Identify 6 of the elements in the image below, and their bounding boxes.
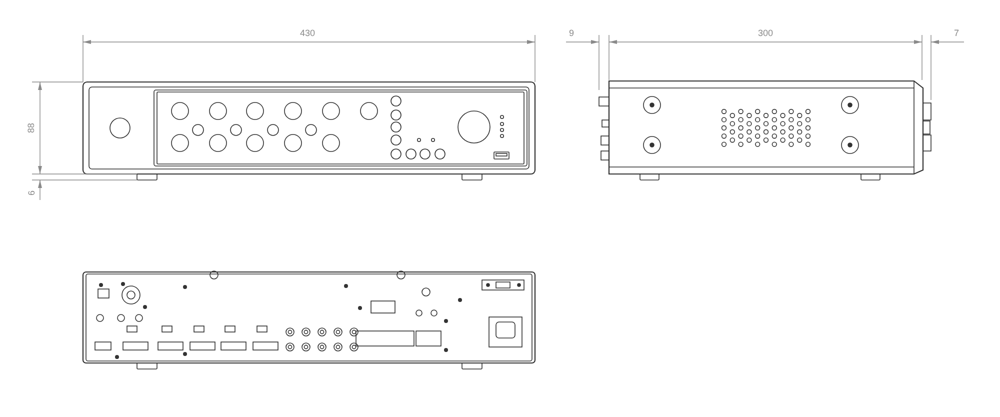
dimension-label: 430	[300, 28, 316, 38]
dimension-label: 88	[26, 123, 36, 133]
dimension-label: 6	[26, 190, 36, 196]
dimension-label: 9	[569, 28, 574, 38]
dimension-label: 300	[758, 28, 774, 38]
dimension-label: 7	[954, 28, 960, 38]
